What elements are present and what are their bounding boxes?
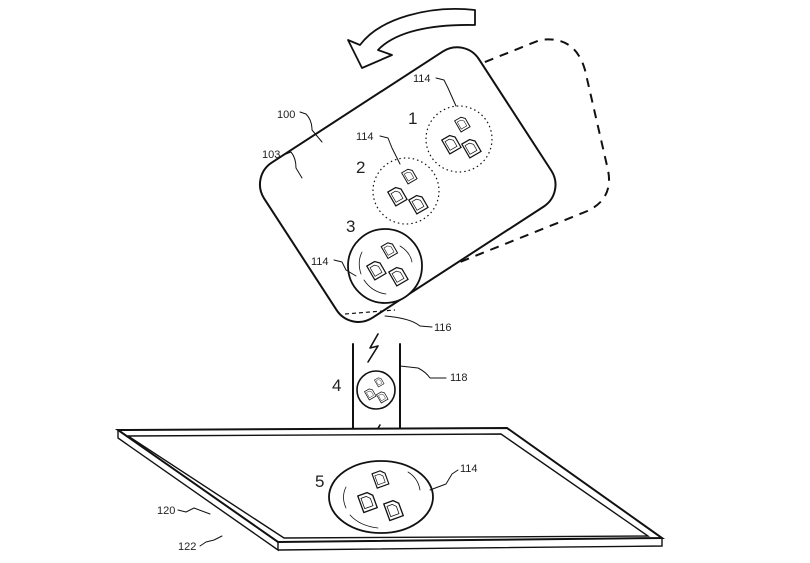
label-surface: 103 [262,149,280,161]
step-2: 2 [356,158,365,177]
label-object-1: 114 [413,73,431,85]
label-table-surface: 122 [178,541,196,553]
object-group-5 [328,460,434,534]
step-1: 1 [408,109,417,128]
label-stream: 118 [450,372,468,384]
step-3: 3 [346,217,355,236]
label-edge: 116 [434,322,452,334]
object-group-2 [372,157,440,225]
step-numbers: 1 2 3 4 5 [315,109,417,491]
step-4: 4 [332,376,341,395]
label-object-3: 114 [311,256,329,268]
label-object-5: 114 [460,463,478,475]
object-group-1 [425,105,493,173]
previous-device-position [439,38,610,271]
device-edge-marker [344,309,433,328]
reference-labels: 100 103 114 114 114 116 118 114 120 122 [157,73,478,553]
label-table: 120 [157,505,175,517]
label-device: 100 [277,109,295,121]
handheld-device [258,46,557,323]
object-group-4 [356,370,396,410]
label-object-2: 114 [356,131,374,143]
rotation-arrow [347,8,476,69]
leader-lines [177,77,459,547]
object-group-3 [347,228,423,304]
step-5: 5 [315,472,324,491]
